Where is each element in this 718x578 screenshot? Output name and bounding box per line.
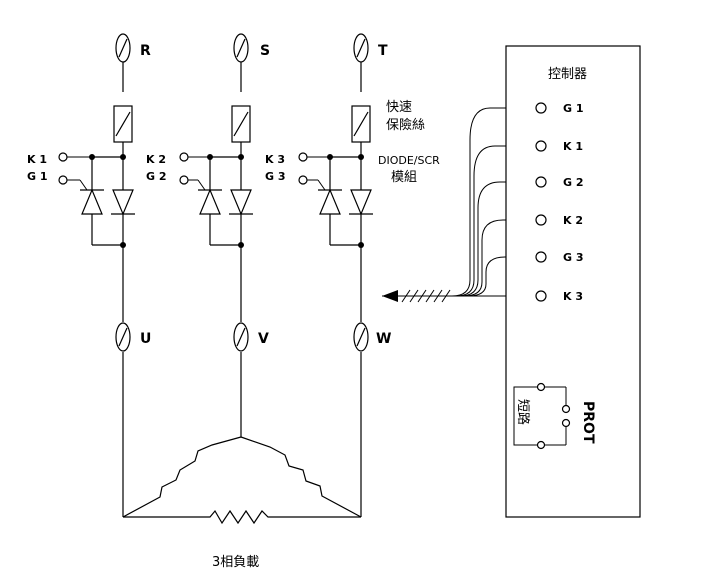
label-g3: G 3 (265, 170, 286, 183)
label-k3: K 3 (265, 153, 285, 166)
fuse-t (351, 105, 371, 143)
terminal-r (115, 33, 131, 63)
controller-title: 控制器 (548, 67, 587, 82)
controller-terminal-k1: K 1 (563, 140, 583, 153)
terminal-v (233, 322, 249, 352)
label-w: W (376, 331, 391, 347)
controller-terminal-g2: G 2 (563, 176, 584, 189)
terminal-t (353, 33, 369, 63)
prot-short-link: 短路 PROT (513, 382, 596, 450)
controller-terminal-k3: K 3 (563, 290, 583, 303)
module-label-line1: DIODE/SCR (378, 154, 440, 167)
phase-t-branch (298, 33, 373, 517)
controller-box: 控制器 G 1 K 1 G 2 K 2 G 3 K 3 短路 PROT (505, 45, 641, 518)
load-label: 3相負載 (212, 555, 259, 570)
control-cable (382, 107, 538, 303)
phase-s-branch (179, 33, 253, 437)
phase-r-branch (58, 33, 135, 517)
controller-terminal-g1: G 1 (563, 102, 584, 115)
label-k2: K 2 (146, 153, 166, 166)
label-v: V (258, 331, 269, 347)
label-g2: G 2 (146, 170, 167, 183)
terminal-s (233, 33, 249, 63)
module-label-line2: 模組 (391, 170, 417, 185)
terminal-w (353, 322, 369, 352)
label-r: R (140, 43, 151, 59)
label-s: S (260, 43, 270, 59)
label-k1: K 1 (27, 153, 47, 166)
fuse-r (113, 105, 133, 143)
delta-load (122, 436, 362, 525)
short-label: 短路 (515, 399, 531, 425)
terminal-u (115, 322, 131, 352)
fuse-s (231, 105, 251, 143)
fuse-label-line1: 快速 (386, 100, 412, 115)
label-g1: G 1 (27, 170, 48, 183)
controller-terminal-k2: K 2 (563, 214, 583, 227)
fuse-label-line2: 保險絲 (386, 118, 425, 133)
controller-terminal-g3: G 3 (563, 251, 584, 264)
label-t: T (378, 43, 388, 59)
label-u: U (140, 331, 151, 347)
prot-label: PROT (580, 401, 596, 444)
